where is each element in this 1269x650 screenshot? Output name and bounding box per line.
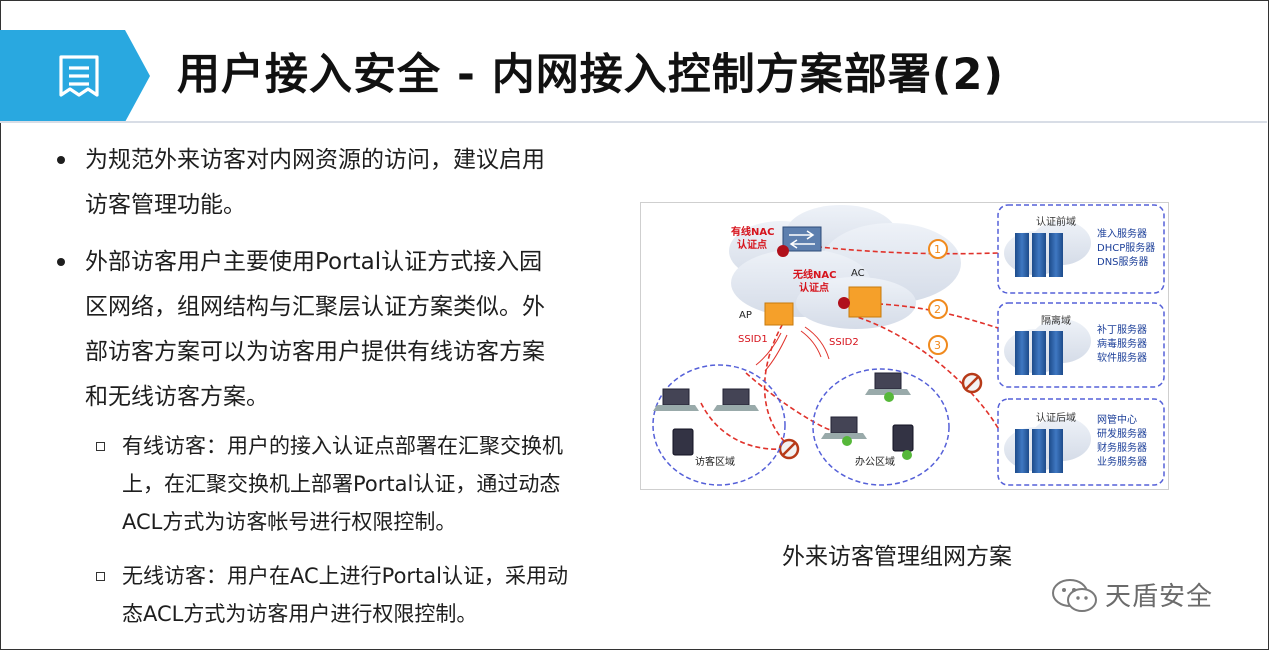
ap-label: AP: [739, 310, 752, 321]
post-auth-domain: 认证后域 网管中心 研发服务器 财务服务器 业务服务器: [997, 398, 1165, 486]
wechat-icon: [1052, 579, 1097, 612]
laptop-icon: [821, 416, 867, 446]
laptop-icon: [653, 388, 699, 411]
server-label: 软件服务器: [1097, 351, 1147, 364]
pre-auth-domain: 认证前域 准入服务器 DHCP服务器 DNS服务器: [997, 204, 1165, 294]
network-diagram: 认证前域 准入服务器 DHCP服务器 DNS服务器 隔离域 补丁服务器 病毒服务…: [640, 202, 1169, 490]
ap-device: AP SSID1 SSID2: [738, 302, 859, 372]
wired-nac-label: 有线NAC: [731, 225, 774, 238]
pre-auth-domain-label: 认证前域: [1036, 215, 1076, 228]
document-icon: [59, 55, 99, 97]
server-label: 业务服务器: [1097, 455, 1147, 468]
square-bullet-icon: [96, 442, 105, 451]
sub-bullet-line: ACL方式为访客帐号进行权限控制。: [122, 510, 457, 534]
watermark-text: 天盾安全: [1105, 582, 1214, 612]
step-1: 1: [934, 243, 941, 256]
server-label: DNS服务器: [1097, 255, 1149, 268]
bullet-line: 区网络，组网结构与汇聚层认证方案类似。外: [85, 294, 545, 320]
bullet-line: 外部访客用户主要使用Portal认证方式接入园: [85, 249, 543, 275]
laptop-icon: [865, 372, 911, 402]
isolation-domain-label: 隔离域: [1041, 314, 1071, 327]
ac-label: AC: [851, 268, 865, 279]
bullet-line: 和无线访客方案。: [85, 384, 269, 410]
wireless-nac-label: 认证点: [799, 281, 829, 294]
server-label: 网管中心: [1097, 413, 1137, 426]
server-label: DHCP服务器: [1097, 241, 1155, 254]
server-label: 研发服务器: [1097, 427, 1147, 440]
bullet-dot-icon: [57, 258, 65, 266]
server-label: 病毒服务器: [1097, 337, 1147, 350]
step-2: 2: [934, 303, 941, 316]
header-badge: [0, 30, 150, 122]
server-label: 准入服务器: [1097, 227, 1147, 240]
tablet-icon: [892, 424, 914, 460]
wireless-nac-label: 无线NAC: [792, 268, 836, 281]
server-label: 财务服务器: [1097, 441, 1147, 454]
bullet-text: 外部访客用户主要使用Portal认证方式接入园 区网络，组网结构与汇聚层认证方案…: [85, 240, 645, 420]
blocked-icon: [961, 372, 983, 394]
bullet-text: 为规范外来访客对内网资源的访问，建议启用 访客管理功能。: [85, 138, 645, 228]
office-area-label: 办公区域: [855, 455, 895, 468]
sub-bullet-line: 上，在汇聚交换机上部署Portal认证，通过动态: [122, 472, 561, 496]
bullet-line: 部访客方案可以为访客用户提供有线访客方案: [85, 339, 545, 365]
sub-bullet-line: 态ACL方式为访客用户进行权限控制。: [122, 602, 478, 626]
laptop-icon: [713, 388, 759, 411]
bullet-line: 访客管理功能。: [85, 192, 246, 218]
sub-bullet-line: 有线访客：用户的接入认证点部署在汇聚交换机: [122, 434, 563, 458]
post-auth-domain-label: 认证后域: [1036, 411, 1076, 424]
bullet-dot-icon: [57, 156, 65, 164]
diagram-caption: 外来访客管理组网方案: [782, 544, 1012, 570]
square-bullet-icon: [96, 572, 105, 581]
step-3: 3: [934, 339, 941, 352]
wired-nac-label: 认证点: [737, 238, 767, 251]
header-divider: [0, 121, 1267, 123]
ssid1-label: SSID1: [738, 334, 768, 345]
sub-bullet-text: 有线访客：用户的接入认证点部署在汇聚交换机 上，在汇聚交换机上部署Portal认…: [122, 427, 622, 541]
sub-bullet-text: 无线访客：用户在AC上进行Portal认证，采用动 态ACL方式为访客用户进行权…: [122, 557, 622, 633]
step-markers: 1 2 3: [928, 239, 948, 355]
ssid2-label: SSID2: [829, 337, 859, 348]
page-title: 用户接入安全 - 内网接入控制方案部署(2): [177, 50, 1005, 100]
tablet-icon: [672, 428, 694, 456]
wired-nac-switch: 有线NAC 认证点: [731, 225, 822, 257]
ac-device: 无线NAC 认证点 AC: [792, 268, 882, 318]
office-area: 办公区域: [812, 368, 950, 486]
core-network-cloud: [729, 205, 961, 329]
bullet-line: 为规范外来访客对内网资源的访问，建议启用: [85, 147, 545, 173]
visitor-area-label: 访客区域: [695, 455, 735, 468]
isolation-domain: 隔离域 补丁服务器 病毒服务器 软件服务器: [997, 302, 1165, 388]
sub-bullet-line: 无线访客：用户在AC上进行Portal认证，采用动: [122, 564, 568, 588]
server-label: 补丁服务器: [1097, 323, 1147, 336]
visitor-area: 访客区域: [652, 364, 786, 486]
